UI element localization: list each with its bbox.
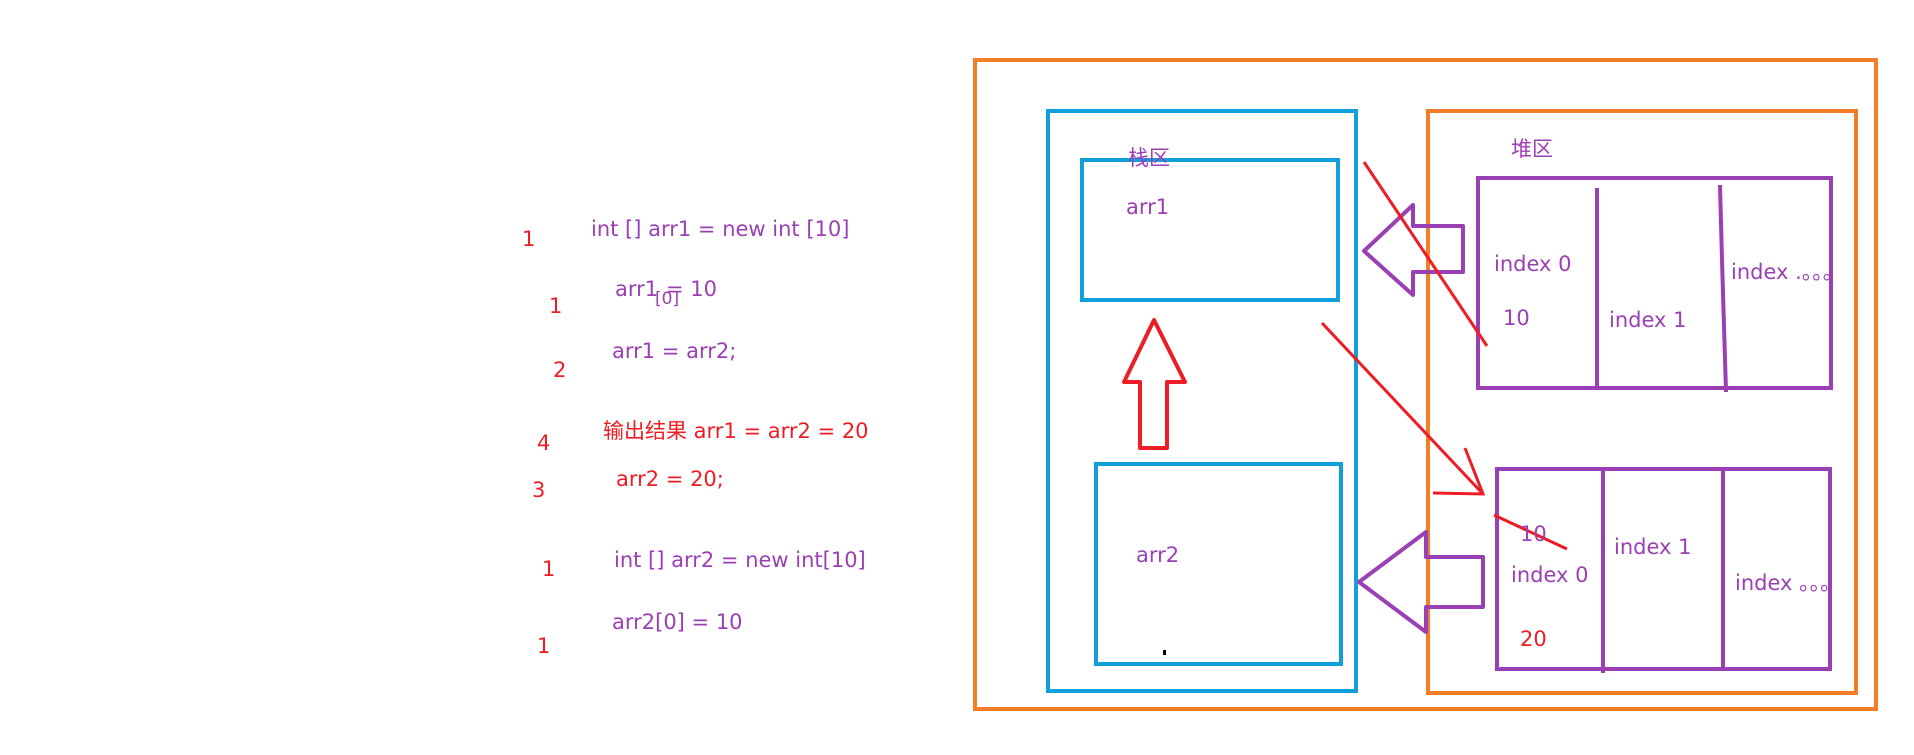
memory-outer-frame <box>973 58 1878 711</box>
code-line-declare-arr1: int [] arr1 = new int [10] <box>591 217 850 241</box>
stray-dot <box>1163 650 1166 655</box>
heap-region-title: 堆区 <box>1511 137 1553 161</box>
stack-region <box>1046 109 1358 693</box>
stack-var-arr1-box <box>1080 158 1340 302</box>
heap-array-2-cell-0-value: 20 <box>1520 627 1547 651</box>
code-line-arr2-equals-20: arr2 = 20; <box>616 467 724 491</box>
purple-left-arrow-bottom <box>1357 530 1485 634</box>
heap-array-2-cell-2-label: index 。。。 <box>1735 571 1842 595</box>
heap-array-2-cell-0-old-value: 10 <box>1520 522 1547 546</box>
heap-array-2-cell-0-label: index 0 <box>1511 563 1589 587</box>
order-number-1: 1 <box>522 227 536 251</box>
order-number-7: 1 <box>537 634 551 658</box>
order-number-6: 1 <box>542 557 556 581</box>
heap-array-2-cell-1-label: index 1 <box>1614 535 1692 559</box>
purple-left-arrow-top <box>1362 203 1465 297</box>
heap-array-1-cell-1-label: index 1 <box>1609 308 1687 332</box>
heap-array-1-cell-2-label: index .。。。 <box>1731 260 1844 284</box>
code-line-output-result: 输出结果 arr1 = arr2 = 20 <box>603 419 869 443</box>
heap-array-1-cell-0-label: index 0 <box>1494 252 1572 276</box>
heap-region <box>1426 109 1858 695</box>
code-line-index-subscript: [0] <box>655 289 680 309</box>
heap-array-2 <box>1495 467 1832 671</box>
heap-array-1-divider-2 <box>1718 184 1728 393</box>
red-strike-old-reference <box>1362 161 1489 347</box>
order-number-3: 2 <box>553 358 567 382</box>
red-strike-old-value <box>1493 513 1568 551</box>
red-new-reference-line <box>1320 321 1485 496</box>
code-line-assign-arr1-index: arr1 <box>615 277 659 301</box>
order-number-2: 1 <box>549 294 563 318</box>
code-line-assign-arr2-index: arr2[0] = 10 <box>612 610 743 634</box>
order-number-5: 3 <box>532 478 546 502</box>
heap-array-1-cell-0-value: 10 <box>1503 306 1530 330</box>
stack-region-title: 栈区 <box>1128 146 1170 170</box>
order-number-4: 4 <box>537 431 551 455</box>
red-up-arrow <box>1122 318 1187 450</box>
heap-array-1 <box>1476 176 1833 390</box>
red-new-reference-arrowhead <box>1432 447 1486 496</box>
code-line-assign-arr1-value: = 10 <box>666 277 717 301</box>
code-line-arr1-equals-arr2: arr1 = arr2; <box>612 339 737 363</box>
stack-var-arr2-label: arr2 <box>1136 543 1180 567</box>
code-line-declare-arr2: int [] arr2 = new int[10] <box>614 548 866 572</box>
stack-var-arr2-box <box>1094 462 1343 666</box>
stack-var-arr1-label: arr1 <box>1126 195 1170 219</box>
